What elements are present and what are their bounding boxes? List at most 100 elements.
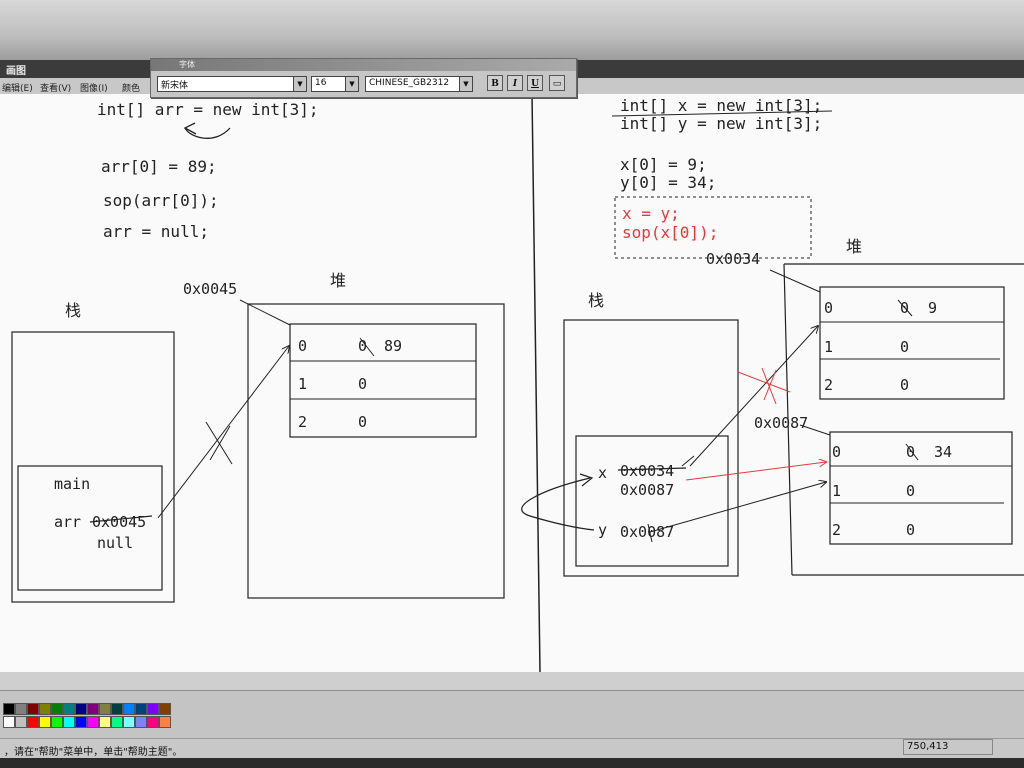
cursor-coordinates: 750,413 bbox=[907, 741, 949, 752]
palette-swatch[interactable] bbox=[87, 716, 99, 728]
left-code-line-3: sop(arr[0]); bbox=[103, 191, 219, 210]
palette-swatch[interactable] bbox=[99, 703, 111, 715]
underline-button[interactable]: U bbox=[527, 75, 543, 91]
left-var-old-value: 0x0045 bbox=[92, 513, 146, 531]
right-code-line-1: int[] x = new int[3]; bbox=[620, 96, 822, 115]
palette-swatch[interactable] bbox=[63, 716, 75, 728]
right-array-y-strike bbox=[905, 443, 919, 461]
font-toolbar[interactable]: 字体 新宋体 ▼ 16 ▼ CHINESE_GB2312 ▼ B I U ▭ bbox=[150, 58, 577, 98]
palette-swatch[interactable] bbox=[15, 716, 27, 728]
right-heap-address-x: 0x0034 bbox=[706, 250, 760, 268]
chevron-down-icon[interactable]: ▼ bbox=[459, 77, 472, 91]
right-array-x: 0 0 9 1 0 2 0 bbox=[819, 286, 1005, 400]
italic-button[interactable]: I bbox=[507, 75, 523, 91]
palette-swatch[interactable] bbox=[111, 716, 123, 728]
palette-swatch[interactable] bbox=[51, 716, 63, 728]
palette-swatch[interactable] bbox=[27, 703, 39, 715]
palette-swatch[interactable] bbox=[99, 716, 111, 728]
palette-swatch[interactable] bbox=[39, 703, 51, 715]
right-y-cross-mark bbox=[647, 523, 653, 543]
right-stack-label: 栈 bbox=[588, 291, 604, 310]
right-highlight-line-2: sop(x[0]); bbox=[622, 223, 718, 242]
charset-value: CHINESE_GB2312 bbox=[369, 78, 450, 88]
right-array-x-index: 0 bbox=[824, 299, 833, 317]
right-main-frame bbox=[575, 435, 729, 567]
right-y-reference-arrow bbox=[649, 482, 826, 533]
status-bar: ，请在"帮助"菜单中，单击"帮助主题"。 bbox=[0, 738, 1024, 759]
palette-swatch[interactable] bbox=[51, 703, 63, 715]
right-x-new-reference-arrow bbox=[685, 462, 826, 481]
right-array-x-strike bbox=[897, 299, 913, 317]
left-var-name: arr bbox=[54, 513, 81, 531]
font-toolbar-titlebar[interactable]: 字体 bbox=[151, 59, 576, 71]
font-size-select[interactable]: 16 ▼ bbox=[311, 76, 359, 92]
palette-swatch[interactable] bbox=[15, 703, 27, 715]
palette-swatch[interactable] bbox=[3, 703, 15, 715]
right-array-x-index: 2 bbox=[824, 376, 833, 394]
palette-swatch[interactable] bbox=[3, 716, 15, 728]
right-assign-curve bbox=[521, 477, 595, 531]
menu-edit[interactable]: 编辑(E) bbox=[2, 84, 33, 94]
left-array-index: 0 bbox=[298, 337, 307, 355]
palette-swatch[interactable] bbox=[123, 703, 135, 715]
right-address-y-leader bbox=[799, 424, 831, 436]
menu-view[interactable]: 查看(V) bbox=[40, 84, 72, 94]
chevron-down-icon[interactable]: ▼ bbox=[345, 77, 358, 91]
palette-swatch[interactable] bbox=[135, 716, 147, 728]
right-array-y-index: 1 bbox=[832, 482, 841, 500]
palette-swatch[interactable] bbox=[39, 716, 51, 728]
palette-swatch[interactable] bbox=[27, 716, 39, 728]
left-code-block: int[] arr = new int[3]; arr[0] = 89; sop… bbox=[97, 100, 319, 241]
menu-image[interactable]: 图像(I) bbox=[80, 84, 108, 94]
left-heap-address: 0x0045 bbox=[183, 280, 237, 298]
palette-swatch[interactable] bbox=[159, 716, 171, 728]
font-name-select[interactable]: 新宋体 ▼ bbox=[157, 76, 307, 92]
left-code-line-2: arr[0] = 89; bbox=[101, 157, 217, 176]
color-palette bbox=[0, 690, 1024, 739]
font-size-value: 16 bbox=[315, 78, 327, 88]
palette-swatch[interactable] bbox=[147, 716, 159, 728]
left-stack-label: 栈 bbox=[65, 301, 81, 320]
palette-swatch[interactable] bbox=[75, 703, 87, 715]
left-array-value: 0 bbox=[358, 413, 367, 431]
left-var-new-value: null bbox=[97, 534, 133, 552]
bold-button[interactable]: B bbox=[487, 75, 503, 91]
palette-swatch[interactable] bbox=[63, 703, 75, 715]
left-reference-arrow bbox=[157, 346, 289, 519]
taskbar bbox=[0, 758, 1024, 768]
palette-swatch[interactable] bbox=[147, 703, 159, 715]
right-array-y-old-value: 0 bbox=[906, 443, 915, 461]
drawing-canvas[interactable]: int[] arr = new int[3]; arr[0] = 89; sop… bbox=[0, 93, 1024, 673]
right-x-cross-mark bbox=[681, 455, 695, 467]
left-curved-arrow-head bbox=[183, 122, 197, 135]
palette-swatch[interactable] bbox=[135, 703, 147, 715]
right-array-y-index: 0 bbox=[832, 443, 841, 461]
right-x-old-reference-arrow bbox=[689, 326, 818, 467]
palette-swatch[interactable] bbox=[123, 716, 135, 728]
window-title: 画图 bbox=[6, 66, 26, 77]
right-code-line-4: y[0] = 34; bbox=[620, 173, 716, 192]
vertical-text-button[interactable]: ▭ bbox=[549, 75, 565, 91]
left-var-strike bbox=[89, 515, 153, 523]
right-code-line-3: x[0] = 9; bbox=[620, 155, 707, 174]
left-array-value: 0 bbox=[358, 375, 367, 393]
charset-select[interactable]: CHINESE_GB2312 ▼ bbox=[365, 76, 473, 92]
chevron-down-icon[interactable]: ▼ bbox=[293, 77, 306, 91]
palette-swatch[interactable] bbox=[75, 716, 87, 728]
font-name-value: 新宋体 bbox=[161, 81, 189, 91]
right-red-cross bbox=[761, 367, 777, 405]
palette-swatch[interactable] bbox=[111, 703, 123, 715]
right-array-y-value: 0 bbox=[906, 521, 915, 539]
menu-colors[interactable]: 颜色 bbox=[122, 84, 141, 94]
palette-swatch[interactable] bbox=[87, 703, 99, 715]
left-address-leader bbox=[239, 299, 291, 326]
cursor-coordinates-box: 750,413 bbox=[903, 739, 993, 755]
left-array: 0 0 89 1 0 2 0 bbox=[289, 323, 477, 438]
right-array-x-index: 1 bbox=[824, 338, 833, 356]
left-heap-box bbox=[247, 303, 505, 599]
right-code-line-2: int[] y = new int[3]; bbox=[620, 114, 822, 133]
left-array-index: 2 bbox=[298, 413, 307, 431]
right-x-old-value: 0x0034 bbox=[620, 462, 674, 480]
palette-swatch[interactable] bbox=[159, 703, 171, 715]
right-x-new-value: 0x0087 bbox=[620, 481, 674, 499]
